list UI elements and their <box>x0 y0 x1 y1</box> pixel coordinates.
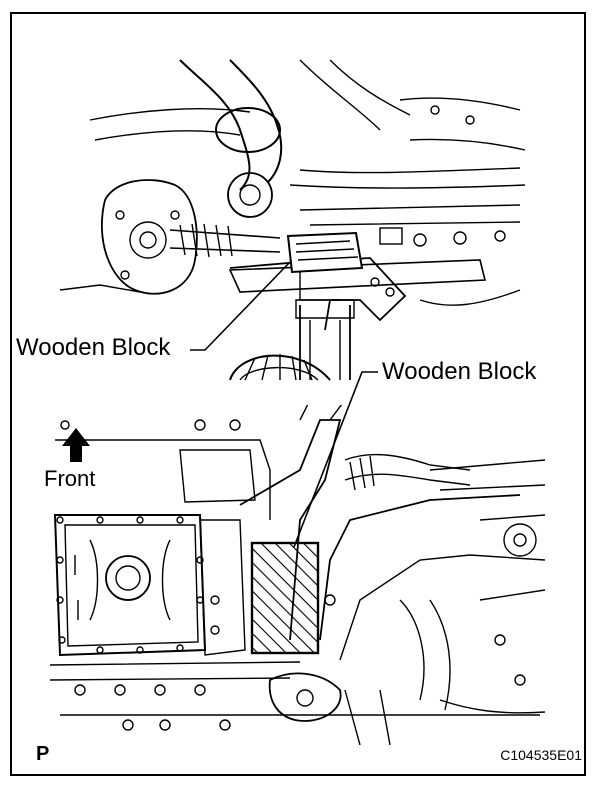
wooden-block-label-right: Wooden Block <box>380 358 537 385</box>
underside-view <box>49 405 546 745</box>
figure-code: C104535E01 <box>500 747 582 763</box>
up-arrow-icon <box>62 428 90 462</box>
wooden-block-label-left: Wooden Block <box>16 334 173 361</box>
leader-line-right <box>293 371 378 548</box>
view-mark: P <box>36 743 50 765</box>
front-direction-label: Front <box>44 466 96 491</box>
upper-detail-view <box>60 59 526 381</box>
wooden-block-lower <box>250 541 320 655</box>
leader-line-left <box>190 261 291 351</box>
